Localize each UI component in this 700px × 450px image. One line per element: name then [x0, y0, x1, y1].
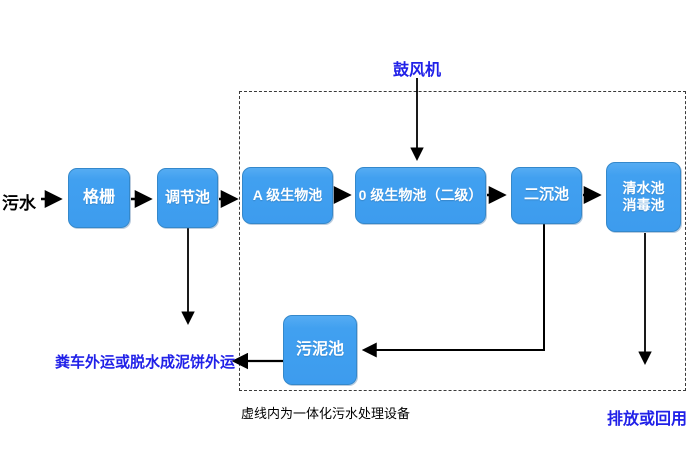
dashed-boundary-caption: 虚线内为一体化污水处理设备: [241, 406, 411, 421]
node-sludge-tank: 污泥池: [283, 315, 357, 385]
node-a-bio-tank-label: A 级生物池: [252, 186, 323, 203]
integrated-equipment-dashed-boundary: [239, 91, 686, 391]
node-secondary-sedimentation-tank: 二沉池: [511, 167, 582, 224]
node-grille-label: 格栅: [82, 189, 115, 206]
node-clear-water-disinfection-tank: 清水池 消毒池: [606, 162, 681, 232]
node-sludge-tank-label: 污泥池: [295, 341, 344, 358]
sludge-disposal-label: 粪车外运或脱水成泥饼外运: [55, 354, 236, 371]
discharge-label: 排放或回用: [607, 411, 688, 428]
node-regulating-tank-label: 调节池: [164, 188, 210, 206]
blower-label: 鼓风机: [393, 62, 442, 79]
node-clear-water-line1: 清水池: [622, 179, 665, 196]
node-regulating-tank: 调节池: [157, 168, 218, 228]
node-secondary-sedimentation-label: 二沉池: [523, 186, 569, 204]
node-grille: 格栅: [68, 168, 130, 228]
node-clear-water-line2: 消毒池: [622, 197, 665, 213]
node-a-bio-tank: A 级生物池: [242, 167, 333, 224]
node-o-bio-tank-label: 0 级生物池（二级）: [358, 186, 483, 203]
influent-label: 污水: [2, 194, 36, 213]
node-o-bio-tank: 0 级生物池（二级）: [355, 167, 486, 224]
